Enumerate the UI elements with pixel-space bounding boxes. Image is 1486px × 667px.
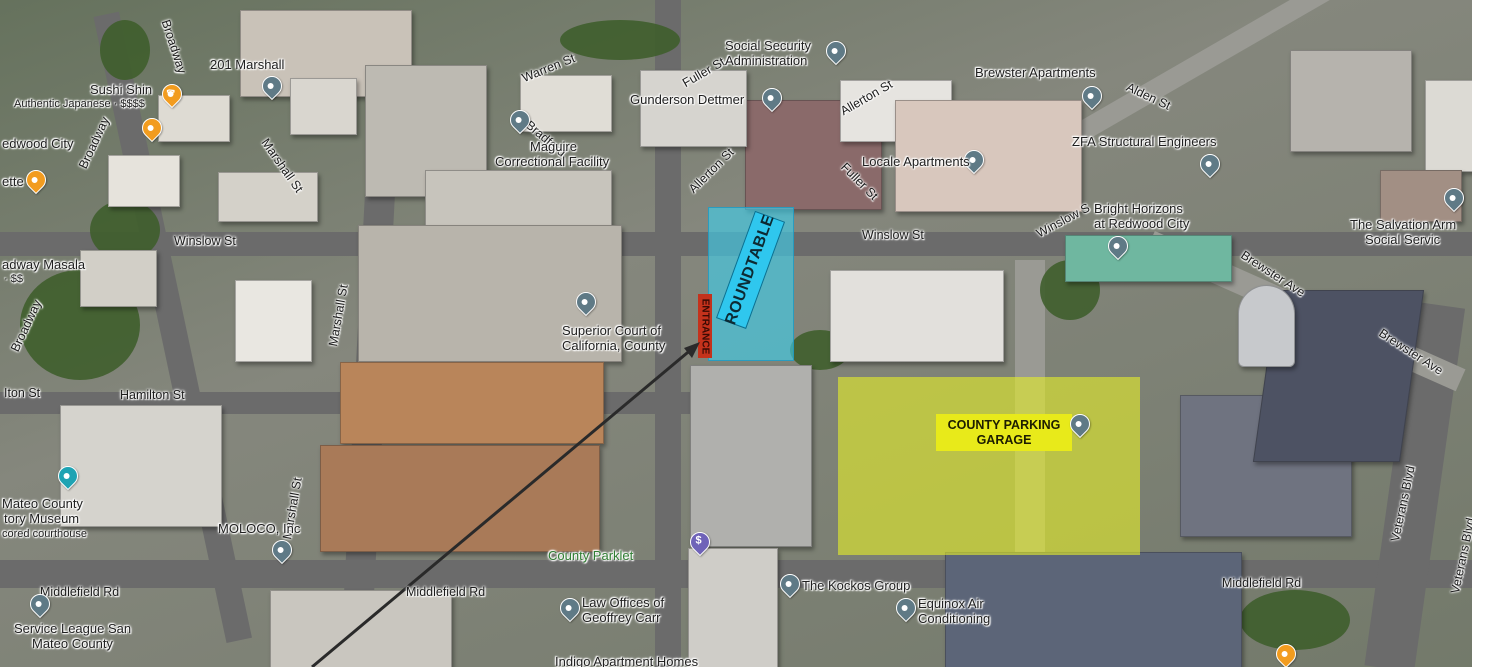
place-sublabel: tory Museum	[4, 511, 80, 526]
map-pin-icon[interactable]	[1077, 81, 1107, 111]
place-sublabel: Mateo County	[32, 636, 113, 651]
place-sublabel: Authentic Japanese · $$$$	[14, 98, 145, 110]
building	[218, 172, 318, 222]
place-label-bright-horizons[interactable]: Bright Horizons	[1094, 201, 1183, 216]
map-pin-icon[interactable]	[891, 593, 921, 623]
place-label-salvation-army[interactable]: The Salvation Arm	[1350, 217, 1457, 232]
place-label-zfa[interactable]: ZFA Structural Engineers	[1072, 134, 1217, 149]
street-label: Middlefield Rd	[406, 585, 486, 599]
county-parking-garage-highlight[interactable]	[838, 377, 1140, 555]
construction-site	[340, 362, 604, 444]
place-sublabel: Correctional Facility	[495, 154, 610, 169]
place-label-maguire[interactable]: Maguire	[530, 139, 577, 154]
place-label-service-league[interactable]: Service League San	[14, 621, 132, 636]
place-sublabel: · $$	[4, 273, 23, 285]
construction-site	[320, 445, 600, 552]
tree-cluster	[100, 20, 150, 80]
place-label-moloco[interactable]: MOLOCO, Inc	[218, 521, 301, 536]
building	[1425, 80, 1472, 172]
place-sublabel: at Redwood City	[1094, 216, 1190, 231]
street-label: Broadway	[158, 18, 190, 76]
place-label-ette[interactable]: ette	[2, 174, 24, 189]
street-label: Middlefield Rd	[40, 585, 120, 599]
place-sublabel: California, County	[562, 338, 666, 353]
street-label: Iton St	[4, 386, 41, 400]
place-label-superior-court[interactable]: Superior Court of	[562, 323, 661, 338]
place-label-law-offices[interactable]: Law Offices of	[582, 595, 665, 610]
building	[830, 270, 1004, 362]
building	[1238, 285, 1295, 367]
place-sublabel: Conditioning	[918, 611, 991, 626]
place-label-brewster-apartments[interactable]: Brewster Apartments	[975, 65, 1096, 80]
building	[235, 280, 312, 362]
building	[640, 70, 747, 147]
building	[690, 365, 812, 547]
place-sublabel: Administration	[725, 53, 808, 68]
restaurant-icon[interactable]	[21, 165, 51, 195]
place-label-indigo-apartments[interactable]: Indigo Apartment Homes	[555, 654, 699, 667]
building	[1290, 50, 1412, 152]
place-label-gunderson-dettmer[interactable]: Gunderson Dettmer	[630, 92, 745, 107]
street-label: Middlefield Rd	[1222, 576, 1302, 590]
place-sublabel: Geoffrey Carr	[582, 610, 661, 625]
place-label-kockos-group[interactable]: The Kockos Group	[802, 578, 911, 593]
building	[945, 552, 1242, 667]
fork-knife-icon: ⚰	[165, 86, 176, 99]
county-parking-garage-tag: COUNTY PARKING GARAGE	[936, 414, 1072, 451]
place-label-social-security[interactable]: Social Security	[725, 38, 811, 53]
map-pin-icon[interactable]	[1195, 149, 1225, 179]
street-label: Hamilton St	[120, 388, 185, 402]
place-sublabel: Social Servic	[1365, 232, 1441, 247]
building	[108, 155, 180, 207]
place-label-redwood-city[interactable]: edwood City	[2, 136, 74, 151]
page-margin	[1472, 0, 1486, 667]
tree-cluster	[1240, 590, 1350, 650]
street-label: Winslow St	[174, 234, 236, 248]
civic-building-icon[interactable]	[821, 36, 851, 66]
entrance-tag: ENTRANCE	[698, 294, 712, 358]
building	[290, 78, 357, 135]
street-label: Winslow St	[862, 228, 924, 242]
building	[895, 100, 1082, 212]
place-label-locale-apartments[interactable]: Locale Apartments	[862, 154, 970, 169]
building	[270, 590, 452, 667]
garage-tag-line2: GARAGE	[976, 432, 1032, 447]
place-label-county-parklet[interactable]: County Parklet	[548, 548, 634, 563]
place-label-sushi-shin[interactable]: Sushi Shin	[90, 82, 153, 97]
place-sublabel: cored courthouse	[2, 528, 87, 540]
street-label: Broadway	[76, 114, 113, 171]
street-label: Allerton St	[686, 145, 737, 196]
building	[688, 548, 778, 667]
tree-cluster	[560, 20, 680, 60]
dollar-icon: $	[695, 534, 702, 547]
building	[80, 250, 157, 307]
building	[1065, 235, 1232, 282]
building	[60, 405, 222, 527]
map-pin-icon[interactable]	[555, 593, 585, 623]
place-label-history-museum[interactable]: Mateo County	[2, 496, 83, 511]
garage-tag-line1: COUNTY PARKING	[947, 418, 1061, 433]
place-label-adway-masala[interactable]: adway Masala	[2, 257, 86, 272]
street-label: Marshall St	[326, 283, 351, 348]
place-label-201-marshall[interactable]: 201 Marshall	[210, 57, 285, 72]
building	[520, 75, 612, 132]
place-label-equinox-air[interactable]: Equinox Air	[918, 596, 984, 611]
